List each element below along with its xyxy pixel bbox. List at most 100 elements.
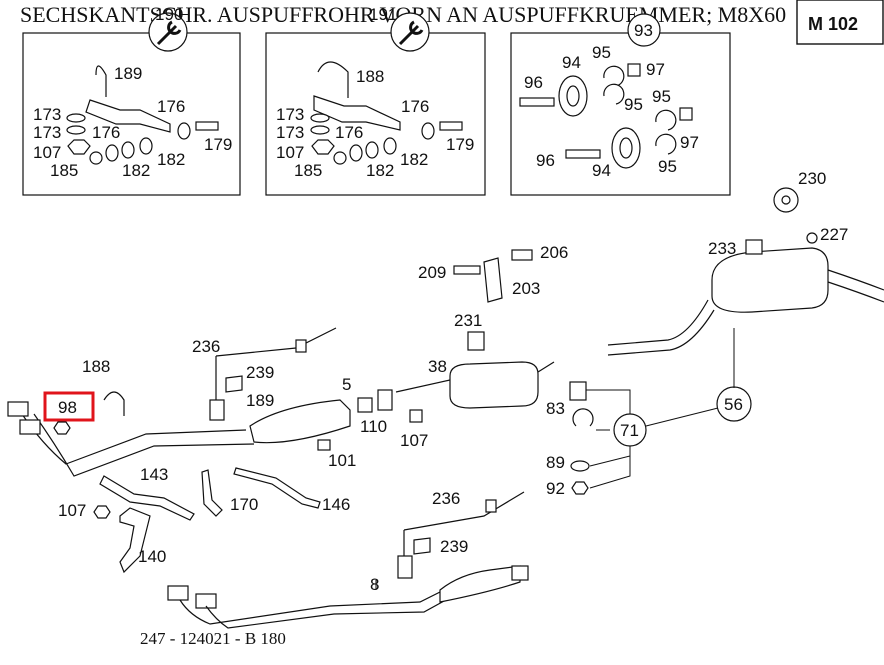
washer-173b [66,125,86,135]
bolt-83 [569,381,587,401]
washer-173a [66,113,86,123]
bolt-96b [565,149,601,159]
bracket-176 [85,99,171,133]
clip-95b [603,83,625,105]
callout-182: 182 [157,150,185,169]
exhaust-assembly: 230 227 233 209 206 203 231 188 236 239 … [7,169,884,629]
front-pipe-8-upper [179,581,461,625]
inset-190: 190 189 173 176 173 176 107 182 185 182 … [22,5,241,196]
nut-97b [679,107,693,121]
rear-pipe [607,299,709,346]
clamp-110 [357,397,373,413]
callout-176: 176 [335,123,363,142]
rear-pipe-lower [607,309,715,356]
sensor-cable-236 [215,327,337,357]
callout-236: 236 [192,337,220,356]
callout-94: 94 [562,53,581,72]
callout-95: 95 [658,157,677,176]
rear-muffler-233 [711,247,829,313]
callout-173: 173 [276,105,304,124]
inset-93-badge-circle [627,13,661,47]
highlight-box-98[interactable] [43,391,95,422]
front-pipe-8-lower [205,589,465,629]
callout-83: 83 [546,399,565,418]
flange-8a [167,585,189,601]
nut-98 [53,421,71,435]
callout-95: 95 [592,43,611,62]
washer-89 [570,460,590,472]
hanger-203 [483,257,503,303]
clip-239-lower [413,537,431,555]
clamp-71 [572,408,594,427]
callout-173: 173 [276,123,304,142]
callout-8: 8 [370,575,379,594]
washer-185 [333,151,347,165]
leader-89 [589,446,631,467]
flange-b [19,419,41,435]
callout-110: 110 [360,417,387,436]
callout-239: 239 [246,363,274,382]
bolt-206 [511,249,533,261]
callout-107: 107 [33,143,61,162]
callout-189: 189 [114,64,142,83]
bracket-143 [99,475,195,521]
nut-107-lower [93,505,111,519]
callout-101: 101 [328,451,356,470]
bolt-209 [453,265,481,275]
callout-173: 173 [33,123,61,142]
callout-89: 89 [546,453,565,472]
wrench-icon [398,20,424,46]
callout-95: 95 [624,95,643,114]
nut-107 [67,139,91,155]
tail-pipe-lower [827,281,884,303]
callout-98[interactable]: 98 [58,398,77,417]
bushing-182a [349,144,363,162]
leader-92 [589,456,631,489]
callout-96: 96 [536,151,555,170]
callout-170: 170 [230,495,258,514]
callout-182: 182 [366,161,394,180]
inset-190-badge: 190 [155,5,183,24]
callout-230: 230 [798,169,826,188]
mount-231 [467,331,485,351]
bushing-182c [139,137,153,155]
flange-a [7,401,29,417]
clip-95a [603,65,625,87]
gasket [377,389,393,411]
sensor-cable-236-lower [403,491,525,531]
callout-92: 92 [546,479,565,498]
callout-97: 97 [680,133,699,152]
o2-sensor-236-lower [397,555,413,579]
u-bolt-189 [95,65,107,97]
mid-pipe [395,379,451,393]
o2-sensor-236 [209,399,225,421]
callout-38: 38 [428,357,447,376]
mid-pipe-out [537,361,555,373]
callout-107: 107 [400,431,428,450]
clip-233 [745,239,763,255]
middle-muffler-38 [449,361,539,409]
model-badge: M 102 [808,14,858,34]
callout-188: 188 [82,357,110,376]
callout-236-lower: 236 [432,489,460,508]
washer-176 [177,122,191,140]
tail-pipe [827,269,884,291]
callout-188: 188 [356,67,384,86]
wrench-icon [156,20,182,46]
callout-94: 94 [592,161,611,180]
inset-93: 93 95 97 96 94 95 95 97 96 94 95 [510,13,731,196]
inset-191-frame [265,32,486,196]
callout-143: 143 [140,465,168,484]
bushing-182b [121,141,135,159]
washer-173b [310,125,330,135]
clip-95c [655,109,677,131]
callout-circle-71 [613,413,647,447]
callout-185: 185 [50,161,78,180]
damper-94b-hole [619,137,633,159]
callout-176: 176 [401,97,429,116]
clip-239 [225,375,243,393]
flange-8c [511,565,529,581]
inset-93-badge: 93 [634,21,653,40]
